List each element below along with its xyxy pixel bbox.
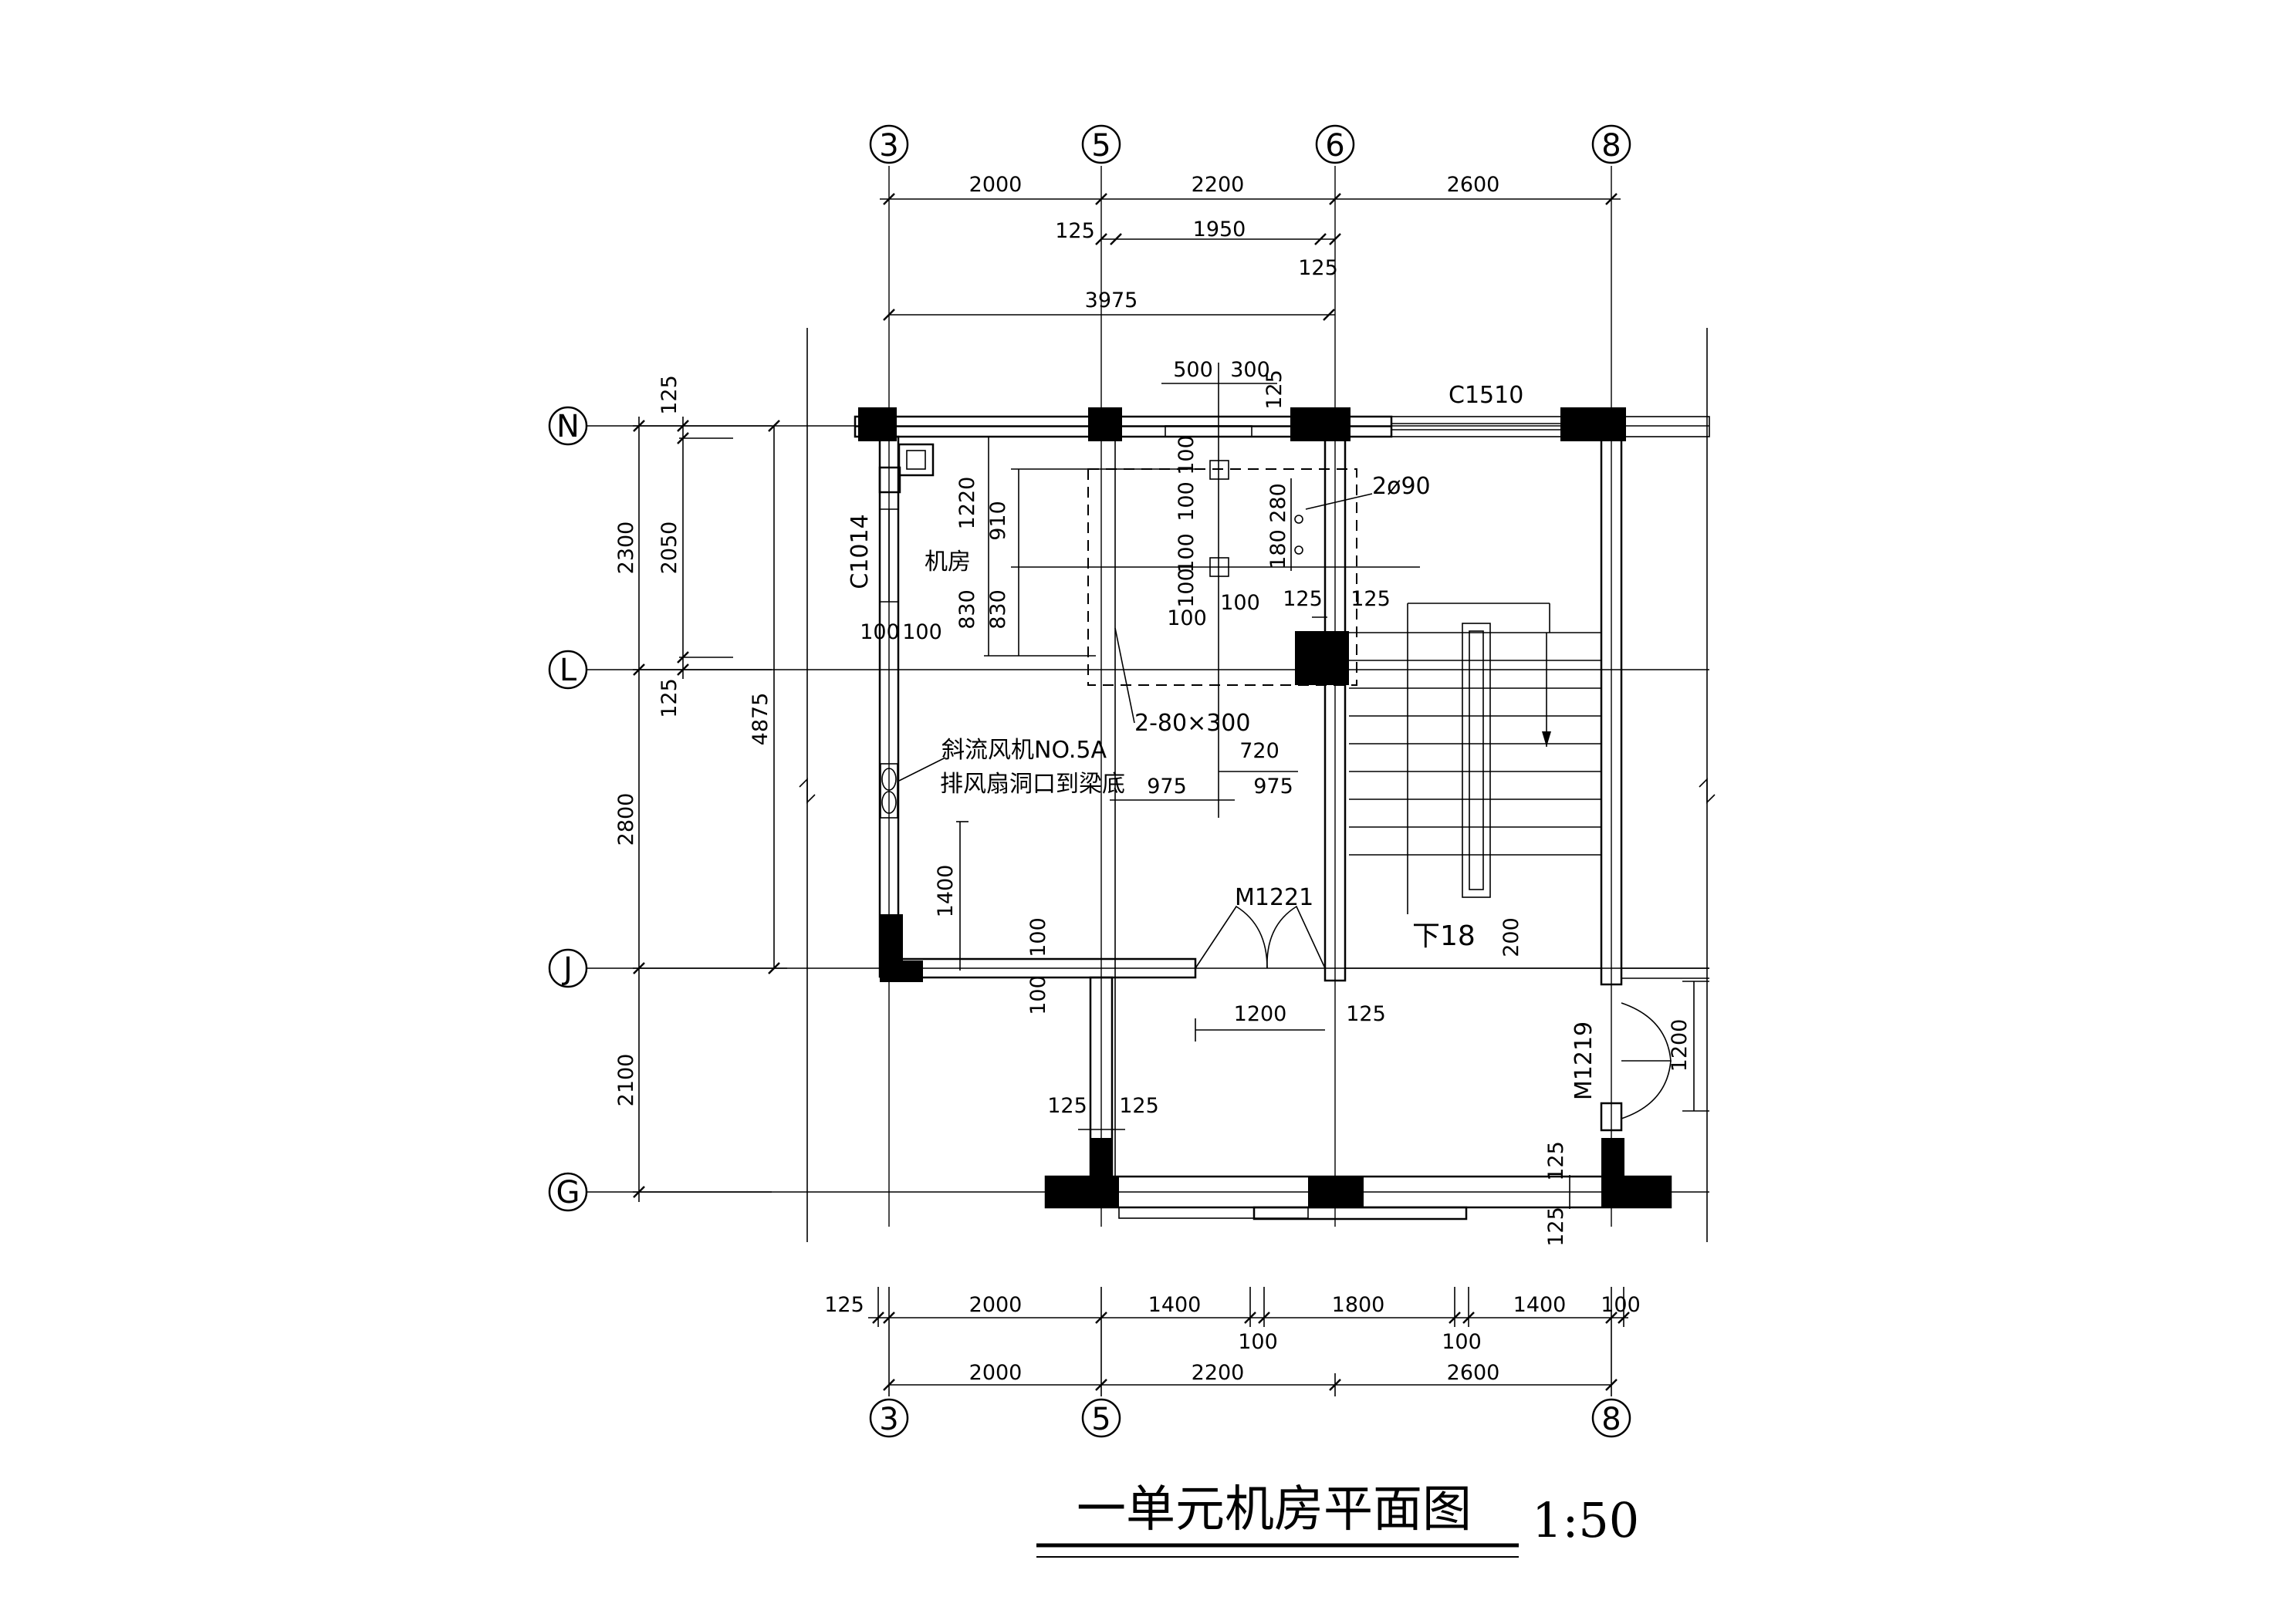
dim-975-right: 975 — [1253, 775, 1293, 798]
break-lines — [799, 328, 1716, 1242]
dim-100-c: 100 — [1175, 533, 1198, 573]
dim-720: 720 — [1239, 739, 1280, 763]
axis-label-top-8: 8 — [1601, 128, 1621, 164]
dim-bottom-2000b: 2000 — [969, 1361, 1023, 1385]
dim-1220: 1220 — [955, 477, 979, 530]
dim-1200-side: 1200 — [1668, 1019, 1692, 1072]
dim-200: 200 — [1499, 917, 1523, 957]
axis-label-bottom-8: 8 — [1601, 1402, 1621, 1437]
dim-top-125-right: 125 — [1298, 256, 1338, 280]
label-machine-room: 机房 — [925, 549, 971, 576]
dim-left-125-top: 125 — [658, 375, 681, 415]
dim-500: 500 — [1173, 358, 1213, 382]
dim-180: 180 — [1266, 529, 1290, 569]
dim-1200-door: 1200 — [1234, 1002, 1287, 1026]
dim-bottom-1800: 1800 — [1332, 1293, 1385, 1317]
dim-bottom-100a: 100 — [1238, 1330, 1278, 1354]
label-window-C1014: C1014 — [847, 514, 874, 589]
dim-bottom-1400a: 1400 — [1148, 1293, 1202, 1317]
dim-left-2100: 2100 — [614, 1054, 638, 1107]
dim-100-i: 100 — [1026, 917, 1050, 957]
dim-125-f: 125 — [1119, 1094, 1159, 1118]
dim-top-3975: 3975 — [1085, 289, 1138, 312]
label-stair-down: 下18 — [1412, 920, 1476, 952]
dim-top-5-6: 2200 — [1192, 173, 1245, 197]
bottom-dimensions: 125 2000 1400 1800 1400 100 100 100 2000… — [824, 1287, 1641, 1396]
dim-left-2800: 2800 — [614, 793, 638, 846]
axis-label-bottom-5: 5 — [1091, 1402, 1111, 1437]
dim-125-b: 125 — [1283, 587, 1323, 611]
dim-bottom-1400b: 1400 — [1513, 1293, 1567, 1317]
left-dimensions: 2300 2800 2100 125 2050 125 4875 — [614, 375, 787, 1202]
axis-label-N: N — [556, 409, 580, 444]
dim-100-j: 100 — [1026, 975, 1050, 1015]
drawing-title: 一单元机房平面图 — [1077, 1481, 1472, 1538]
label-holes: 2ø90 — [1372, 473, 1431, 500]
dim-bottom-100b: 100 — [1442, 1330, 1482, 1354]
axis-label-G: G — [556, 1175, 580, 1210]
label-door-M1221: M1221 — [1235, 884, 1313, 911]
equipment — [878, 363, 1357, 1177]
dim-125-top: 125 — [1263, 370, 1286, 410]
dim-100-a: 100 — [1175, 435, 1198, 475]
dim-bottom-2200: 2200 — [1192, 1361, 1245, 1385]
dim-top-1950: 1950 — [1193, 218, 1246, 241]
stair — [1349, 603, 1601, 914]
axis-label-top-5: 5 — [1091, 128, 1111, 164]
dim-300: 300 — [1230, 358, 1270, 382]
dim-top-125-left: 125 — [1055, 219, 1095, 243]
dim-left-2300: 2300 — [614, 522, 638, 575]
windows — [880, 416, 1710, 1219]
annotations: C1510 C1014 机房 2ø90 2-80×300 斜流风机NO.5A 排… — [847, 382, 1597, 1100]
dim-125-e: 125 — [1047, 1094, 1087, 1118]
top-dimensions: 2000 2200 2600 125 1950 125 3975 — [880, 173, 1621, 321]
interior-dimension-lines — [956, 383, 1709, 1209]
label-window-C1510: C1510 — [1449, 382, 1523, 409]
window-C1510 — [1391, 416, 1563, 437]
axis-label-top-6: 6 — [1325, 128, 1344, 164]
dim-910: 910 — [986, 501, 1010, 541]
dim-125-c: 125 — [1351, 587, 1391, 611]
dim-100-d: 100 — [1175, 568, 1198, 608]
dim-975-left: 975 — [1147, 775, 1187, 798]
dim-top-3-5: 2000 — [969, 173, 1023, 197]
dim-left-4875: 4875 — [749, 693, 772, 746]
label-vents: 2-80×300 — [1134, 710, 1250, 737]
drawing-scale: 1:50 — [1532, 1492, 1639, 1548]
dim-100-g: 100 — [1167, 606, 1207, 630]
dim-100-e: 100 — [860, 620, 900, 644]
label-fan: 斜流风机NO.5A — [941, 737, 1107, 764]
dim-280: 280 — [1266, 483, 1290, 523]
axis-label-J: J — [561, 951, 573, 987]
doors — [1195, 905, 1672, 1119]
walls — [854, 407, 1709, 1221]
dim-100-h: 100 — [1220, 591, 1260, 615]
dim-1400: 1400 — [934, 865, 958, 918]
dim-left-125-bottom: 125 — [658, 678, 681, 718]
dim-125-d: 125 — [1346, 1002, 1386, 1026]
dim-left-2050: 2050 — [658, 522, 681, 575]
dim-bottom-2000a: 2000 — [969, 1293, 1023, 1317]
axis-label-top-3: 3 — [879, 128, 898, 164]
dim-125-h: 125 — [1544, 1207, 1568, 1247]
dim-bottom-100: 100 — [1601, 1293, 1641, 1317]
axis-bubbles: 3 5 6 8 3 5 8 N L J G — [548, 124, 1631, 1438]
dim-100-f: 100 — [902, 620, 942, 644]
dim-100-b: 100 — [1175, 481, 1198, 522]
dim-top-6-8: 2600 — [1447, 173, 1500, 197]
label-door-M1219: M1219 — [1570, 1021, 1597, 1100]
dim-125-g: 125 — [1544, 1141, 1568, 1181]
dim-830-outer: 830 — [955, 589, 979, 630]
title-block: 一单元机房平面图 1:50 — [1036, 1481, 1639, 1558]
dim-bottom-2600: 2600 — [1447, 1361, 1500, 1385]
dim-830-inner: 830 — [986, 589, 1010, 630]
interior-dimension-texts: 500 300 125 1220 910 830 830 100 100 100… — [860, 358, 1692, 1247]
label-fan-note: 排风扇洞口到梁底 — [940, 771, 1125, 798]
axis-label-bottom-3: 3 — [879, 1402, 898, 1437]
axis-label-L: L — [559, 653, 577, 688]
dim-bottom-125: 125 — [824, 1293, 864, 1317]
